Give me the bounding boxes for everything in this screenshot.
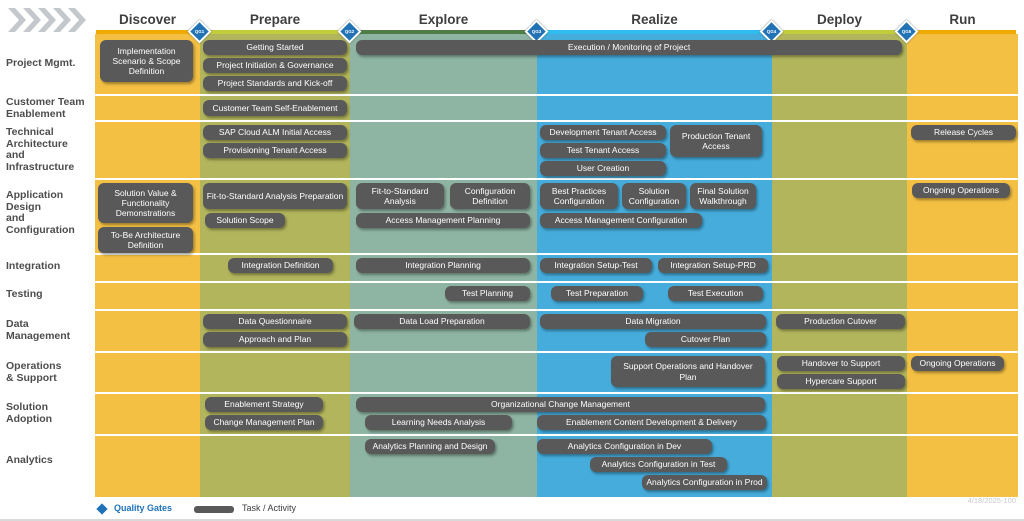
task-analytics-planning: Analytics Planning and Design: [365, 439, 495, 454]
task-configuration-definition: Configuration Definition: [450, 183, 530, 209]
task-to-be-architecture: To-Be Architecture Definition: [98, 227, 193, 253]
task-access-mgmt-planning: Access Management Planning: [356, 213, 530, 228]
task-data-migration: Data Migration: [540, 314, 766, 329]
task-change-mgmt-plan: Change Management Plan: [205, 415, 323, 430]
row-separator: [95, 392, 1018, 394]
phase-deploy: Deploy: [816, 12, 862, 27]
task-cutover-plan: Cutover Plan: [645, 332, 766, 347]
task-analytics-dev: Analytics Configuration in Dev: [537, 439, 712, 454]
row-label-data-management: Data Management: [6, 318, 71, 342]
task-release-cycles: Release Cycles: [911, 125, 1016, 140]
phase-explore: Explore: [418, 12, 469, 27]
task-hypercare-support: Hypercare Support: [777, 374, 905, 389]
phase-run: Run: [949, 12, 976, 27]
task-best-practices-config: Best Practices Configuration: [540, 183, 618, 209]
task-integration-definition: Integration Definition: [228, 258, 333, 273]
task-project-initiation: Project Initiation & Governance: [203, 58, 347, 73]
column-discover: [95, 34, 200, 497]
task-user-creation: User Creation: [540, 161, 666, 176]
row-separator: [95, 351, 1018, 353]
row-separator: [95, 94, 1018, 96]
phase-realize: Realize: [631, 12, 678, 27]
task-test-planning: Test Planning: [445, 286, 530, 301]
task-org-change-mgmt: Organizational Change Management: [356, 397, 765, 412]
row-separator: [95, 178, 1018, 180]
row-label-analytics: Analytics: [6, 454, 53, 466]
phase-explore-underline: [353, 30, 534, 34]
row-separator: [95, 434, 1018, 436]
row-separator: [95, 120, 1018, 122]
task-access-mgmt-config: Access Management Configuration: [540, 213, 702, 228]
task-project-standards: Project Standards and Kick-off: [203, 76, 347, 91]
task-solution-value: Solution Value & Functionality Demonstra…: [98, 183, 193, 223]
row-separator: [95, 309, 1018, 311]
footer-note: 4/18/2025-100: [967, 496, 1016, 505]
column-deploy: [772, 34, 907, 497]
task-handover-to-support: Handover to Support: [777, 356, 905, 371]
task-cloud-alm-access: SAP Cloud ALM Initial Access: [203, 125, 347, 140]
row-label-operations-support: Operations & Support: [6, 360, 62, 384]
task-customer-self-enablement: Customer Team Self-Enablement: [203, 100, 347, 116]
row-label-testing: Testing: [6, 288, 43, 300]
task-activity-legend-icon: [194, 506, 234, 513]
task-implementation-scenario: Implementation Scenario & Scope Definiti…: [100, 40, 193, 82]
task-solution-configuration: Solution Configuration: [622, 183, 686, 209]
task-fit-to-standard: Fit-to-Standard Analysis: [356, 183, 444, 209]
row-separator: [95, 281, 1018, 283]
task-support-operations: Support Operations and Handover Plan: [611, 356, 765, 387]
row-label-integration: Integration: [6, 260, 61, 272]
task-ongoing-operations-config: Ongoing Operations: [912, 183, 1010, 198]
task-integration-planning: Integration Planning: [356, 258, 530, 273]
phase-discover: Discover: [118, 12, 177, 27]
phase-run-underline: [910, 30, 1016, 34]
row-label-technical-architecture: Technical Architecture and Infrastructur…: [6, 126, 75, 173]
row-label-application-design: Application Design and Configuration: [6, 189, 75, 236]
task-production-cutover: Production Cutover: [776, 314, 905, 329]
phase-prepare-underline: [203, 30, 347, 34]
task-data-questionnaire: Data Questionnaire: [203, 314, 347, 329]
task-test-execution: Test Execution: [668, 286, 763, 301]
task-fit-to-standard-prep: Fit-to-Standard Analysis Preparation: [203, 183, 347, 209]
phase-deploy-underline: [775, 30, 904, 34]
phase-discover-underline: [96, 30, 197, 34]
row-label-customer-team: Customer Team Enablement: [6, 96, 85, 120]
task-enablement-content: Enablement Content Development & Deliver…: [537, 415, 766, 430]
legend-quality-gates-label: Quality Gates: [114, 503, 173, 513]
chevrons-icon: [8, 8, 86, 32]
task-execution-monitoring: Execution / Monitoring of Project: [356, 40, 902, 55]
task-learning-needs: Learning Needs Analysis: [365, 415, 512, 430]
phase-realize-underline: [540, 30, 769, 34]
task-prod-tenant: Production Tenant Access: [670, 125, 762, 157]
task-dev-tenant: Development Tenant Access: [540, 125, 666, 140]
task-data-load-preparation: Data Load Preparation: [354, 314, 530, 329]
task-solution-scope: Solution Scope: [205, 213, 285, 228]
task-approach-and-plan: Approach and Plan: [203, 332, 347, 347]
task-analytics-test: Analytics Configuration in Test: [590, 457, 727, 472]
task-ongoing-operations-run: Ongoing Operations: [911, 356, 1004, 371]
task-test-tenant: Test Tenant Access: [540, 143, 666, 158]
bottom-rule: [0, 519, 1024, 521]
row-separator: [95, 253, 1018, 255]
task-getting-started: Getting Started: [203, 40, 347, 55]
task-enablement-strategy: Enablement Strategy: [205, 397, 323, 412]
quality-gate-legend-icon: [96, 503, 108, 515]
column-run: [907, 34, 1018, 497]
task-integration-setup-test: Integration Setup-Test: [540, 258, 652, 273]
task-provisioning-tenant: Provisioning Tenant Access: [203, 143, 347, 158]
task-integration-setup-prd: Integration Setup-PRD: [658, 258, 768, 273]
phase-prepare: Prepare: [249, 12, 301, 27]
task-final-walkthrough: Final Solution Walkthrough: [690, 183, 756, 209]
task-analytics-prod: Analytics Configuration in Prod: [642, 475, 767, 490]
row-label-solution-adoption: Solution Adoption: [6, 401, 53, 425]
row-label-project-mgmt: Project Mgmt.: [6, 57, 76, 69]
task-test-preparation: Test Preparation: [551, 286, 643, 301]
legend-task-activity-label: Task / Activity: [242, 503, 297, 513]
